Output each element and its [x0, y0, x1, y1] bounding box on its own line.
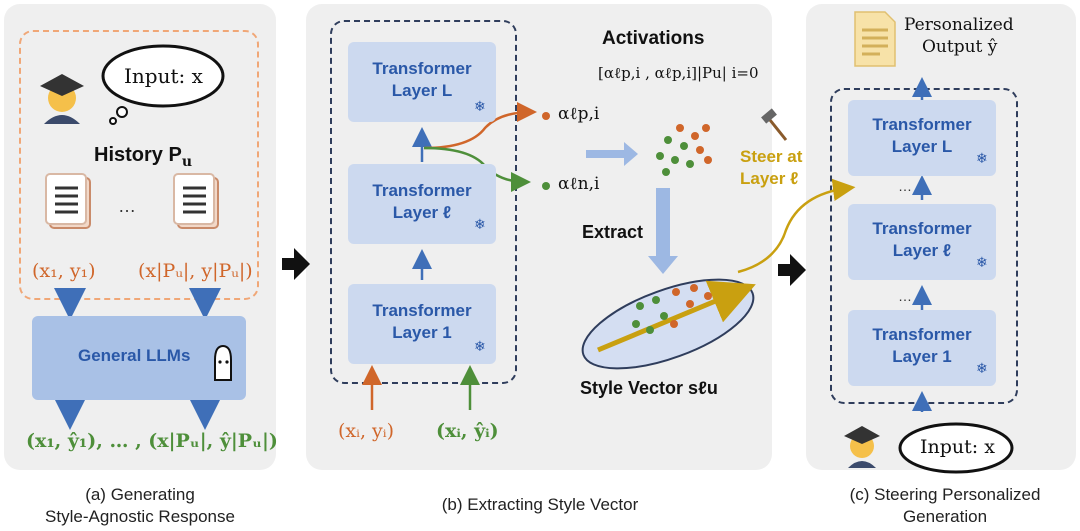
extract-label: Extract	[582, 222, 644, 242]
steer-arrow	[737, 178, 856, 274]
panel-a-history-frame	[19, 30, 259, 300]
layer-top-b-line2: Layer L	[391, 81, 453, 100]
frozen-snowflake-icon: ❄	[976, 254, 988, 270]
document-icon-first	[45, 173, 91, 229]
layer-mid-b-line1: Transformer	[372, 181, 472, 200]
frozen-snowflake-icon: ❄	[474, 216, 486, 232]
caption-c-line2: Generation	[902, 507, 988, 526]
layer-bot-c-line1: Transformer	[872, 325, 972, 344]
history-label: History Pu	[94, 144, 192, 170]
document-icon-last	[173, 173, 219, 229]
activations-formula: [αℓp,i , αℓp,i]|Pu| i=0	[598, 64, 759, 82]
history-ellipsis: …	[118, 196, 136, 216]
personalized-output-label: Personalized Output ŷ	[904, 14, 1014, 58]
alpha-n-dot	[542, 182, 550, 190]
pair-last: (x|Pᵤ|, y|Pᵤ|)	[138, 260, 253, 282]
input-pair-orange: (xᵢ, yᵢ)	[338, 420, 394, 442]
style-vector-arrow	[597, 280, 756, 353]
hammer-icon	[761, 108, 788, 141]
layer-bot-b-line1: Transformer	[372, 301, 472, 320]
steer-label-line2: Layer ℓ	[740, 169, 799, 188]
student-avatar-c	[844, 426, 880, 468]
input-bubble-text-c: Input: x	[920, 436, 995, 458]
style-agnostic-outputs: (x₁, ŷ₁), … , (x|Pᵤ|, ŷ|Pᵤ|)	[26, 430, 278, 452]
layer-mid-c-line2: Layer ℓ	[892, 241, 952, 260]
flow-arrow-a-to-b	[282, 248, 310, 280]
steer-label-line1: Steer at	[740, 147, 803, 166]
layer-top-b-line1: Transformer	[372, 59, 472, 78]
output-document-icon	[854, 11, 896, 67]
transformer-layer-top-b: Transformer Layer L	[348, 42, 496, 122]
frozen-snowflake-icon: ❄	[474, 98, 486, 114]
layer-bot-c-line2: Layer 1	[892, 347, 952, 366]
style-vector-ellipse	[581, 278, 755, 370]
alpha-p-dot	[542, 112, 550, 120]
frozen-snowflake-icon: ❄	[976, 360, 988, 376]
alpha-p-label: αℓp,i	[558, 104, 600, 124]
caption-b: (b) Extracting Style Vector	[441, 495, 639, 514]
layer-mid-b-line2: Layer ℓ	[392, 203, 452, 222]
flow-arrow-b-to-c	[778, 254, 806, 286]
activation-cluster	[656, 124, 712, 176]
llama-icon	[214, 344, 232, 381]
caption-c: (c) Steering Personalized Generation	[820, 484, 1070, 528]
layer-top-c-line2: Layer L	[891, 137, 953, 156]
caption-a: (a) Generating Style-Agnostic Response	[40, 484, 240, 528]
layer-top-c-line1: Transformer	[872, 115, 972, 134]
transformer-layer-mid-b: Transformer Layer ℓ	[348, 164, 496, 244]
activations-title: Activations	[602, 28, 705, 49]
input-thought-bubble-a	[101, 44, 225, 125]
caption-a-line1: (a) Generating	[85, 485, 195, 504]
history-label-main: History P	[94, 144, 182, 166]
student-avatar-a	[40, 74, 84, 124]
style-vector-label: Style Vector sℓu	[580, 378, 718, 398]
frozen-snowflake-icon: ❄	[976, 150, 988, 166]
layer-mid-c-line1: Transformer	[872, 219, 972, 238]
transformer-layer-bot-c: Transformer Layer 1	[848, 310, 996, 386]
output-label-line2: Output ŷ	[922, 37, 998, 57]
transformer-layer-mid-c: Transformer Layer ℓ	[848, 204, 996, 280]
general-llm-box	[32, 316, 246, 400]
caption-a-line2: Style-Agnostic Response	[45, 507, 235, 526]
panel-b-model-frame	[330, 20, 517, 384]
general-llm-label: General LLMs	[78, 346, 191, 365]
steer-label: Steer at Layer ℓ	[740, 146, 802, 190]
transformer-layer-top-c: Transformer Layer L	[848, 100, 996, 176]
input-bubble-text-a: Input: x	[124, 64, 203, 88]
style-vector-points	[632, 284, 712, 334]
layer-gap-dots-lower: …	[898, 288, 912, 304]
history-label-subscript: u	[181, 154, 192, 170]
layer-gap-dots-upper: …	[898, 178, 912, 194]
input-thought-bubble-c	[898, 422, 1014, 474]
transformer-layer-bot-b: Transformer Layer 1	[348, 284, 496, 364]
pair-first: (x₁, y₁)	[32, 260, 96, 282]
caption-c-line1: (c) Steering Personalized	[849, 485, 1041, 504]
frozen-snowflake-icon: ❄	[474, 338, 486, 354]
output-label-line1: Personalized	[904, 15, 1014, 35]
layer-bot-b-line2: Layer 1	[392, 323, 452, 342]
input-pair-green: (xᵢ, ŷᵢ)	[436, 420, 499, 442]
alpha-n-label: αℓn,i	[558, 174, 600, 194]
